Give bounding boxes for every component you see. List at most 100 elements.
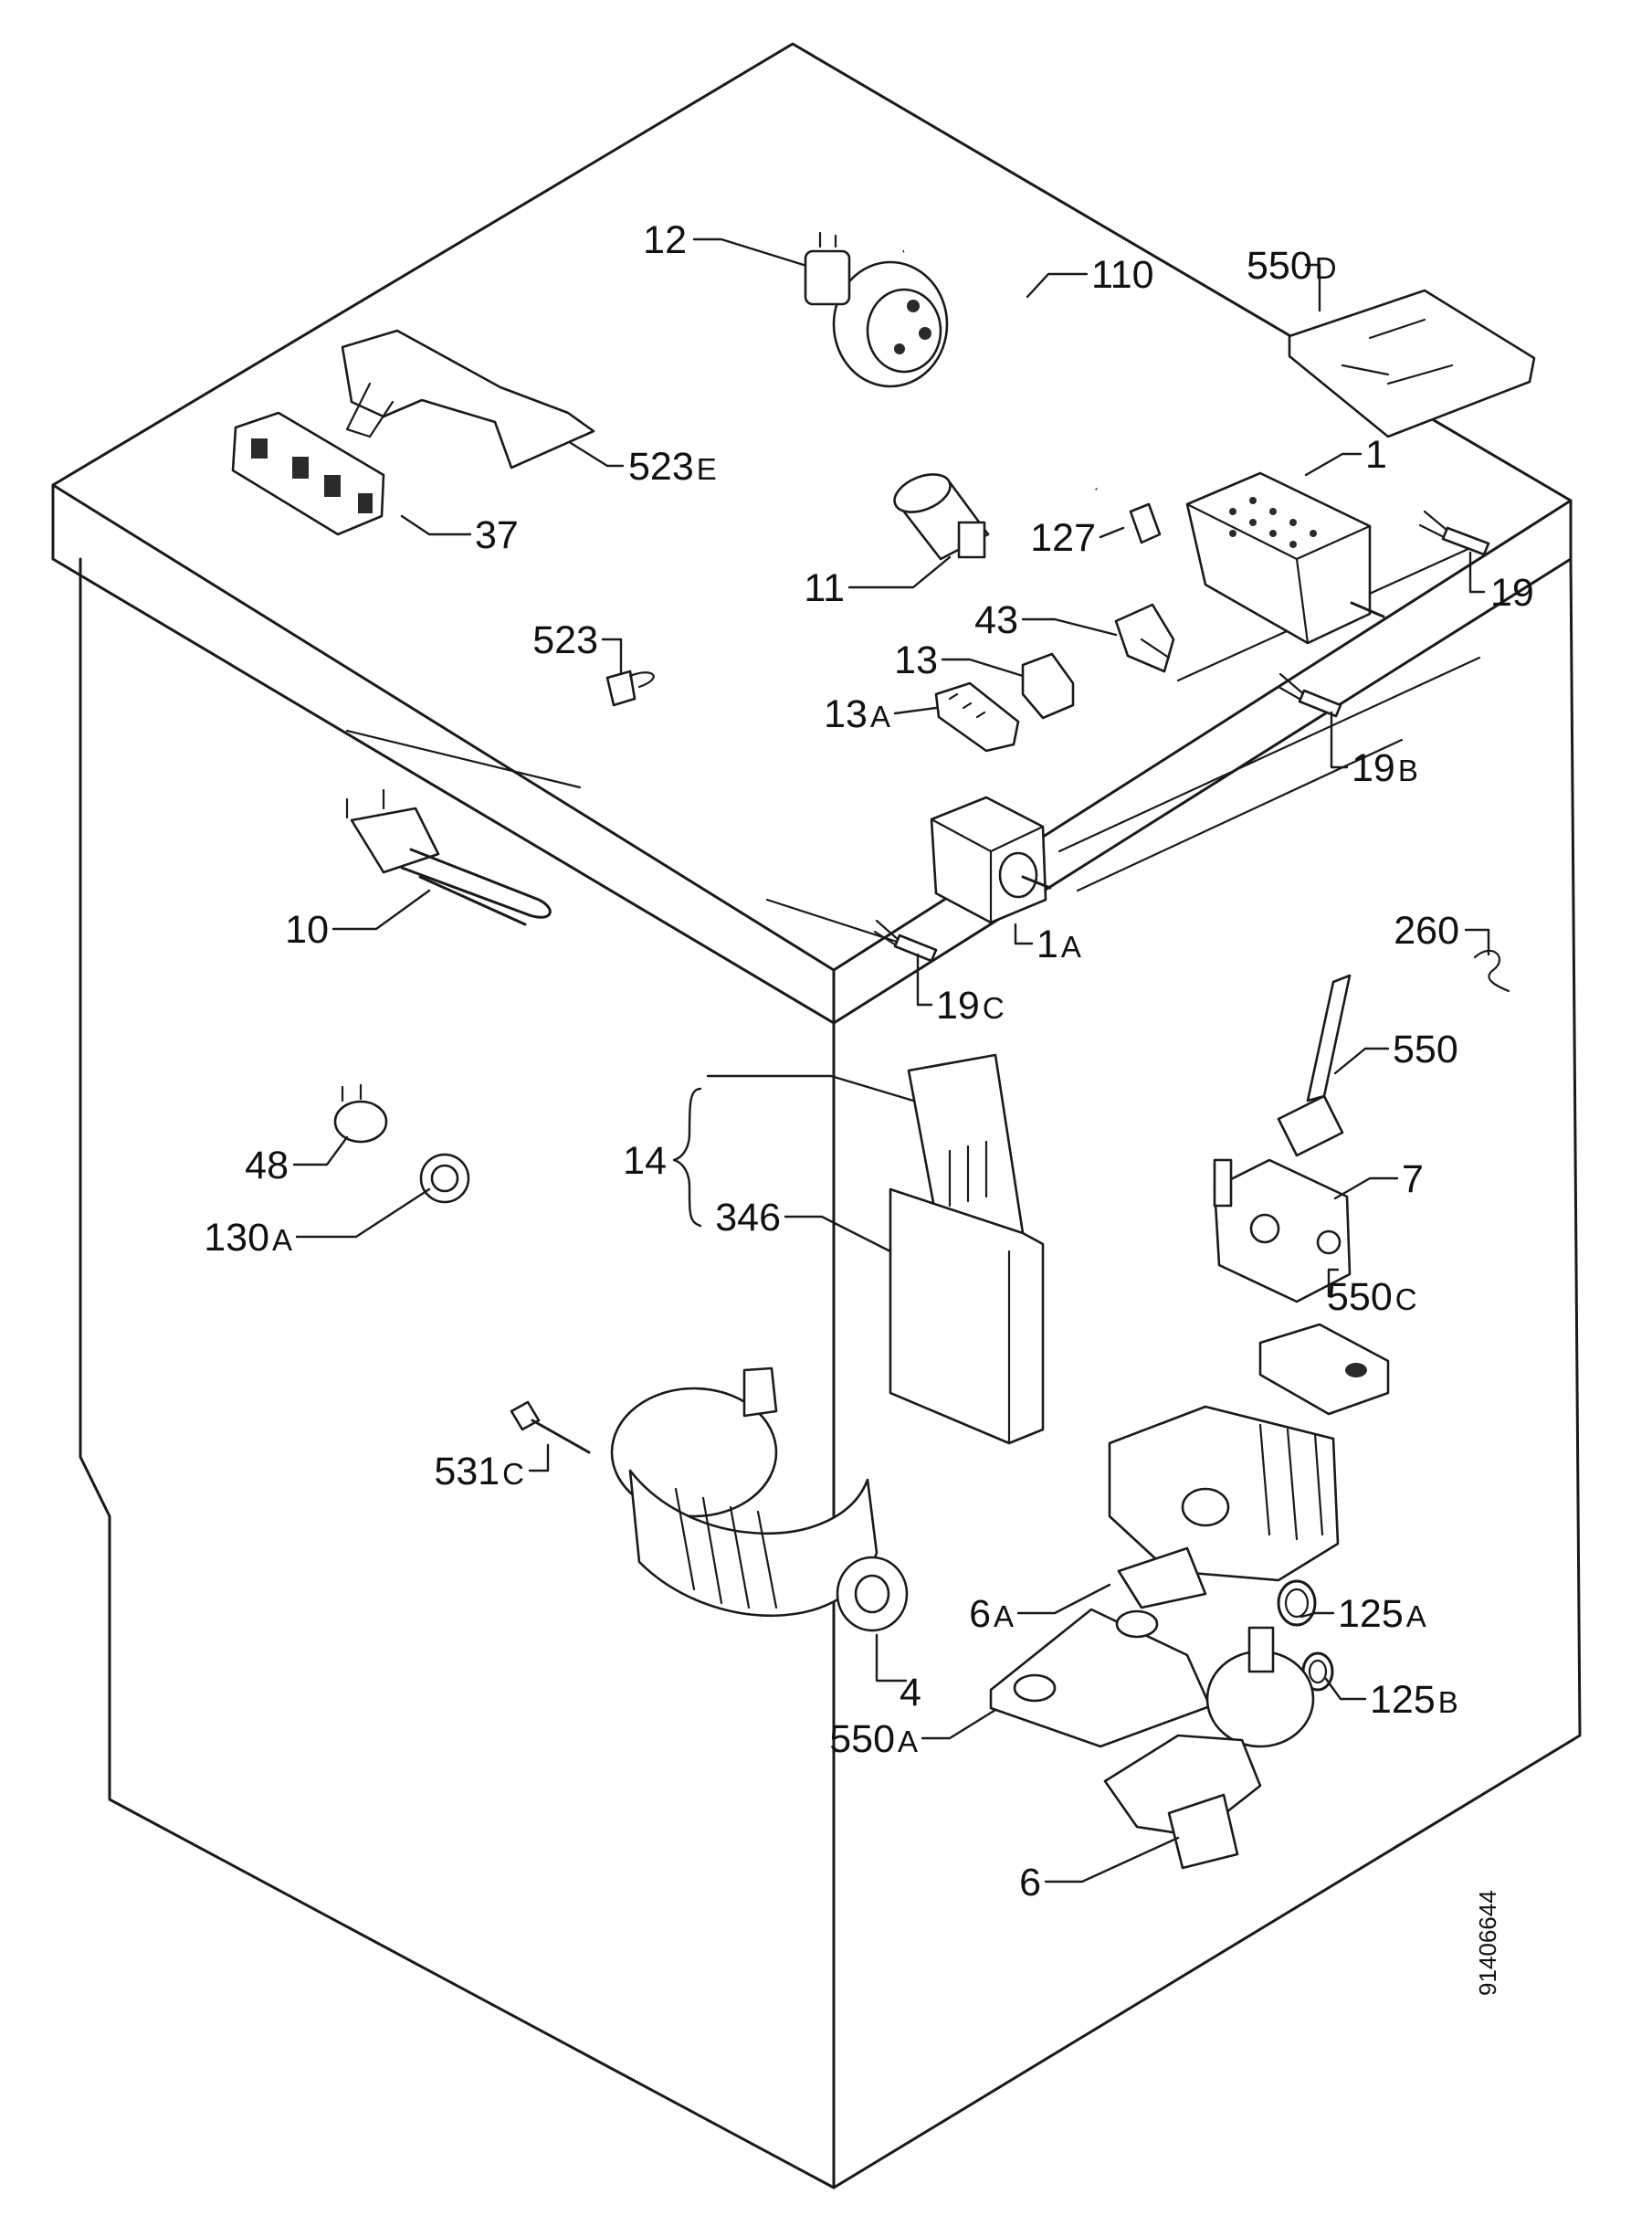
callout-number: 13 xyxy=(894,638,938,682)
callout-number: 43 xyxy=(974,598,1018,642)
callout-label-125b: 125B xyxy=(1370,1678,1458,1722)
callout-label-260: 260 xyxy=(1394,909,1459,953)
callout-number: 19 xyxy=(1490,571,1534,615)
callout-label-6a: 6A xyxy=(969,1592,1014,1636)
callout-number: 523 xyxy=(532,618,598,662)
part-43 xyxy=(1114,603,1175,673)
callout-number: 125 xyxy=(1338,1592,1404,1636)
part-4-motor xyxy=(610,1366,909,1632)
callout-number: 523 xyxy=(628,445,694,489)
callout-number: 13 xyxy=(824,692,868,736)
part-10-heating-element xyxy=(345,788,552,926)
part-523e-bracket xyxy=(341,329,595,469)
callout-number: 19 xyxy=(936,984,980,1028)
callout-label-7: 7 xyxy=(1402,1157,1424,1201)
part-19b-cable-tie xyxy=(1277,672,1342,718)
part-125a-ring xyxy=(1277,1579,1317,1627)
callout-number: 6 xyxy=(969,1592,991,1636)
callout-number: 125 xyxy=(1370,1678,1436,1722)
callout-label-1: 1 xyxy=(1365,433,1387,477)
callout-number: 1 xyxy=(1365,433,1387,477)
callout-suffix: A xyxy=(870,700,890,733)
callout-label-550d: 550D xyxy=(1247,244,1337,288)
part-550c-cap xyxy=(1258,1323,1390,1416)
part-7-door-lock xyxy=(1213,1158,1352,1303)
part-531c-screw xyxy=(510,1400,591,1454)
callout-number: 550 xyxy=(1393,1028,1458,1071)
callout-label-523: 523 xyxy=(532,618,598,662)
part-6-pump xyxy=(1103,1626,1315,1870)
part-550-lever xyxy=(1277,974,1352,1157)
callout-number: 346 xyxy=(715,1196,781,1240)
part-13-connector xyxy=(1021,652,1075,720)
part-1-programmer xyxy=(1185,471,1385,645)
part-127 xyxy=(1129,502,1162,544)
callout-number: 10 xyxy=(285,908,329,952)
callout-number: 4 xyxy=(900,1671,921,1714)
callout-number: 48 xyxy=(245,1144,289,1187)
callout-label-127: 127 xyxy=(1030,516,1096,560)
callout-suffix: C xyxy=(502,1457,524,1491)
callout-label-346: 346 xyxy=(715,1196,781,1240)
part-37-switch-block xyxy=(231,411,385,536)
part-11-capacitor xyxy=(893,473,990,561)
part-1a-selector xyxy=(930,796,1052,924)
callout-label-531c: 531C xyxy=(434,1450,524,1493)
callout-suffix: C xyxy=(1395,1282,1417,1316)
document-number: 91406644 xyxy=(1474,1890,1501,1996)
callout-number: 12 xyxy=(643,218,687,262)
part-550a-cover xyxy=(989,1608,1212,1748)
callout-label-19: 19 xyxy=(1490,571,1534,615)
callout-number: 19 xyxy=(1352,746,1395,790)
callout-label-523e: 523E xyxy=(628,445,717,489)
callout-number: 6 xyxy=(1019,1861,1041,1904)
callout-number: 550 xyxy=(829,1717,895,1761)
callout-number: 260 xyxy=(1394,909,1459,953)
callout-number: 550 xyxy=(1327,1275,1393,1319)
callout-number: 1 xyxy=(1036,923,1058,966)
callout-label-48: 48 xyxy=(245,1144,289,1187)
callout-number: 37 xyxy=(475,513,519,557)
callout-number: 130 xyxy=(204,1216,269,1260)
callout-label-550a: 550A xyxy=(829,1717,918,1761)
callout-label-14: 14 xyxy=(623,1139,667,1183)
callout-suffix: A xyxy=(272,1223,292,1257)
part-260-spring xyxy=(1473,949,1510,993)
callout-number: 7 xyxy=(1402,1157,1424,1201)
callout-suffix: B xyxy=(1398,754,1418,787)
callout-label-10: 10 xyxy=(285,908,329,952)
callout-number: 14 xyxy=(623,1139,667,1183)
callout-suffix: A xyxy=(898,1725,918,1758)
callout-label-43: 43 xyxy=(974,598,1018,642)
part-14-346-drawer xyxy=(889,1053,1045,1445)
callout-suffix: A xyxy=(1061,930,1081,964)
part-13a-connector xyxy=(934,681,1020,753)
part-19c-cable-tie xyxy=(873,919,938,963)
callout-label-110: 110 xyxy=(1091,253,1154,297)
callout-number: 127 xyxy=(1030,516,1096,560)
leader-lines xyxy=(292,237,1490,1883)
part-523-clip xyxy=(605,670,655,707)
part-19-cable-tie xyxy=(1418,510,1490,556)
callout-label-550: 550 xyxy=(1393,1028,1458,1071)
callout-label-37: 37 xyxy=(475,513,519,557)
callout-number: 11 xyxy=(804,566,845,610)
part-130a xyxy=(419,1153,470,1204)
callout-label-130a: 130A xyxy=(204,1216,292,1260)
callout-suffix: A xyxy=(994,1599,1014,1633)
part-550d-cover xyxy=(1288,289,1536,438)
callout-label-19b: 19B xyxy=(1352,746,1418,790)
part-12-pressure-switch xyxy=(804,231,949,388)
callout-number: 531 xyxy=(434,1450,500,1493)
callout-label-550c: 550C xyxy=(1327,1275,1417,1319)
part-110-hose xyxy=(902,243,1098,491)
callout-label-13: 13 xyxy=(894,638,938,682)
part-48 xyxy=(333,1083,388,1144)
callout-suffix: E xyxy=(697,452,717,486)
callout-label-19c: 19C xyxy=(936,984,1005,1028)
callout-label-13a: 13A xyxy=(824,692,890,736)
callout-label-125a: 125A xyxy=(1338,1592,1426,1636)
